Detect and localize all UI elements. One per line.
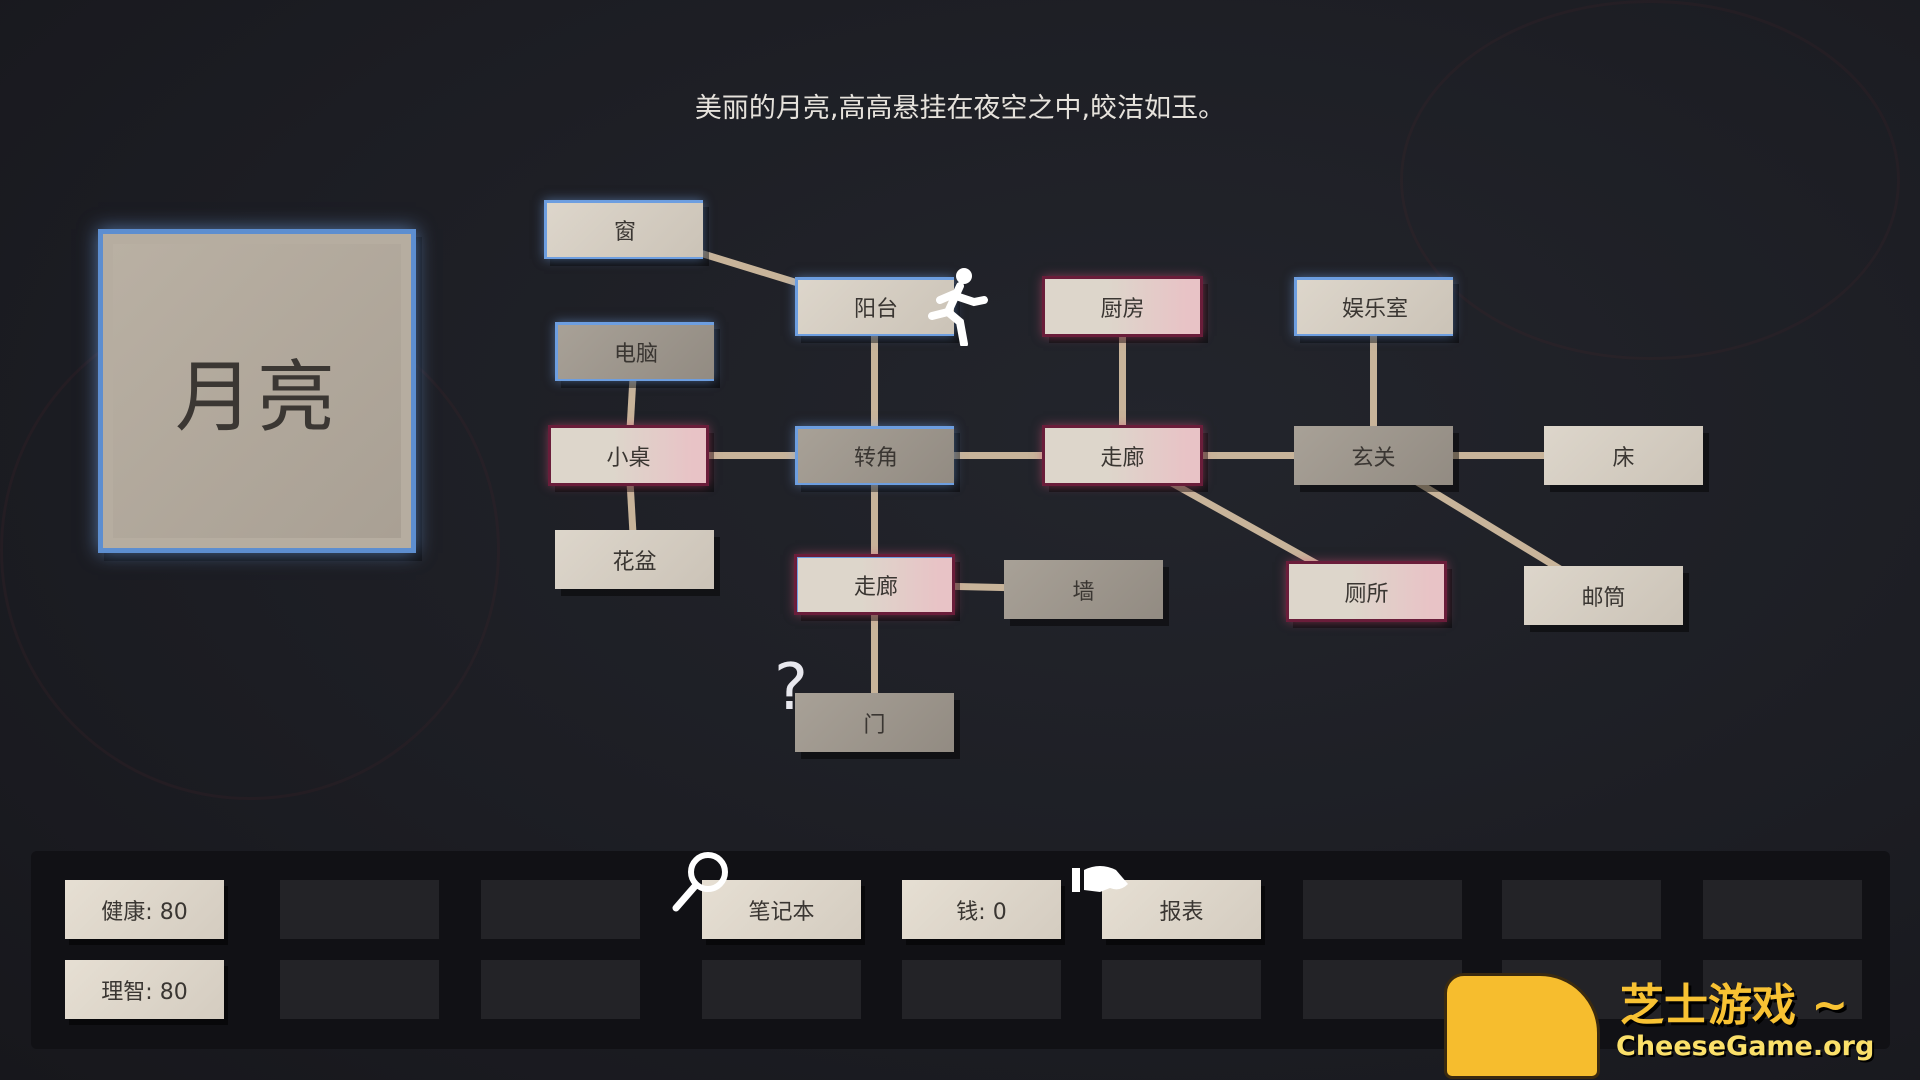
card-title: 月亮 <box>174 353 339 443</box>
map-node-label: 转角 <box>853 446 898 471</box>
inventory-card[interactable]: 理智: 80 <box>65 960 224 1019</box>
map-node-hall2[interactable]: 走廊 <box>794 554 955 615</box>
description-text: 美丽的月亮,高高悬挂在夜空之中,皎洁如玉。 <box>694 93 1226 124</box>
magnifier-icon <box>670 848 736 918</box>
map-node-kitchen[interactable]: 厨房 <box>1042 276 1203 337</box>
map-node-label: 电脑 <box>613 342 658 367</box>
cheesegame-watermark: 芝士游戏 ~ CheeseGame.org <box>1440 965 1910 1079</box>
map-node-label: 邮筒 <box>1581 585 1626 611</box>
watermark-cn: 芝士游戏 ~ <box>1620 980 1849 1031</box>
running-person-icon <box>920 266 990 355</box>
inventory-slot-empty[interactable] <box>902 960 1061 1019</box>
cheese-logo-icon <box>1444 973 1600 1079</box>
inventory-slot-empty[interactable] <box>702 960 861 1019</box>
inventory-card[interactable]: 报表 <box>1102 880 1261 939</box>
inventory-slot-empty[interactable] <box>1102 960 1261 1019</box>
inventory-slot-empty[interactable] <box>1502 880 1661 939</box>
map-node-label: 走廊 <box>1100 445 1145 471</box>
map-node-label: 走廊 <box>853 575 898 600</box>
map-node-label: 床 <box>1612 445 1635 471</box>
map-node-computer[interactable]: 电脑 <box>555 322 714 381</box>
inventory-slot-empty[interactable] <box>1703 880 1862 939</box>
card-face <box>113 244 401 538</box>
map-node-label: 小桌 <box>606 445 651 471</box>
map-node-corner[interactable]: 转角 <box>795 426 954 485</box>
map-node-bed[interactable]: 床 <box>1544 426 1703 485</box>
map-node-label: 门 <box>863 712 886 738</box>
map-node-label: 墙 <box>1072 579 1095 605</box>
inventory-slot-empty[interactable] <box>1703 960 1862 1019</box>
inventory-card[interactable]: 健康: 80 <box>65 880 224 939</box>
watermark-en: CheeseGame.org <box>1616 1031 1875 1062</box>
map-node-flowerpot[interactable]: 花盆 <box>555 530 714 589</box>
inventory-slot-empty[interactable] <box>280 880 439 939</box>
map-node-window[interactable]: 窗 <box>544 200 703 259</box>
inventory-card[interactable]: 钱: 0 <box>902 880 1061 939</box>
inventory-slot-empty[interactable] <box>280 960 439 1019</box>
map-node-label: 娱乐室 <box>1341 297 1408 322</box>
inventory-slot-empty[interactable] <box>481 960 640 1019</box>
map-node-hall1[interactable]: 走廊 <box>1042 425 1203 486</box>
inventory-card[interactable]: 笔记本 <box>702 880 861 939</box>
grab-hand-icon <box>1070 862 1140 916</box>
inventory-slot-empty[interactable] <box>481 880 640 939</box>
map-node-label: 厕所 <box>1344 581 1389 607</box>
map-node-label: 窗 <box>613 220 636 245</box>
map-node-wall[interactable]: 墙 <box>1004 560 1163 619</box>
map-node-toilet[interactable]: 厕所 <box>1286 561 1447 622</box>
map-node-label: 花盆 <box>612 549 657 575</box>
inventory-slot-empty[interactable] <box>1303 960 1462 1019</box>
question-mark-icon: ? <box>774 651 808 725</box>
map-node-balcony[interactable]: 阳台 <box>795 277 954 336</box>
inventory-slot-empty[interactable] <box>1303 880 1462 939</box>
map-node-label: 阳台 <box>853 297 898 322</box>
background-swirl <box>1400 0 1900 360</box>
map-node-door[interactable]: 门 <box>795 693 954 752</box>
selected-card[interactable]: 月亮 <box>98 229 416 553</box>
map-node-label: 厨房 <box>1100 296 1145 322</box>
map-node-label: 玄关 <box>1351 445 1396 471</box>
map-node-recroom[interactable]: 娱乐室 <box>1294 277 1453 336</box>
map-node-foyer[interactable]: 玄关 <box>1294 426 1453 485</box>
map-node-mailbox[interactable]: 邮筒 <box>1524 566 1683 625</box>
map-node-desk[interactable]: 小桌 <box>548 425 709 486</box>
